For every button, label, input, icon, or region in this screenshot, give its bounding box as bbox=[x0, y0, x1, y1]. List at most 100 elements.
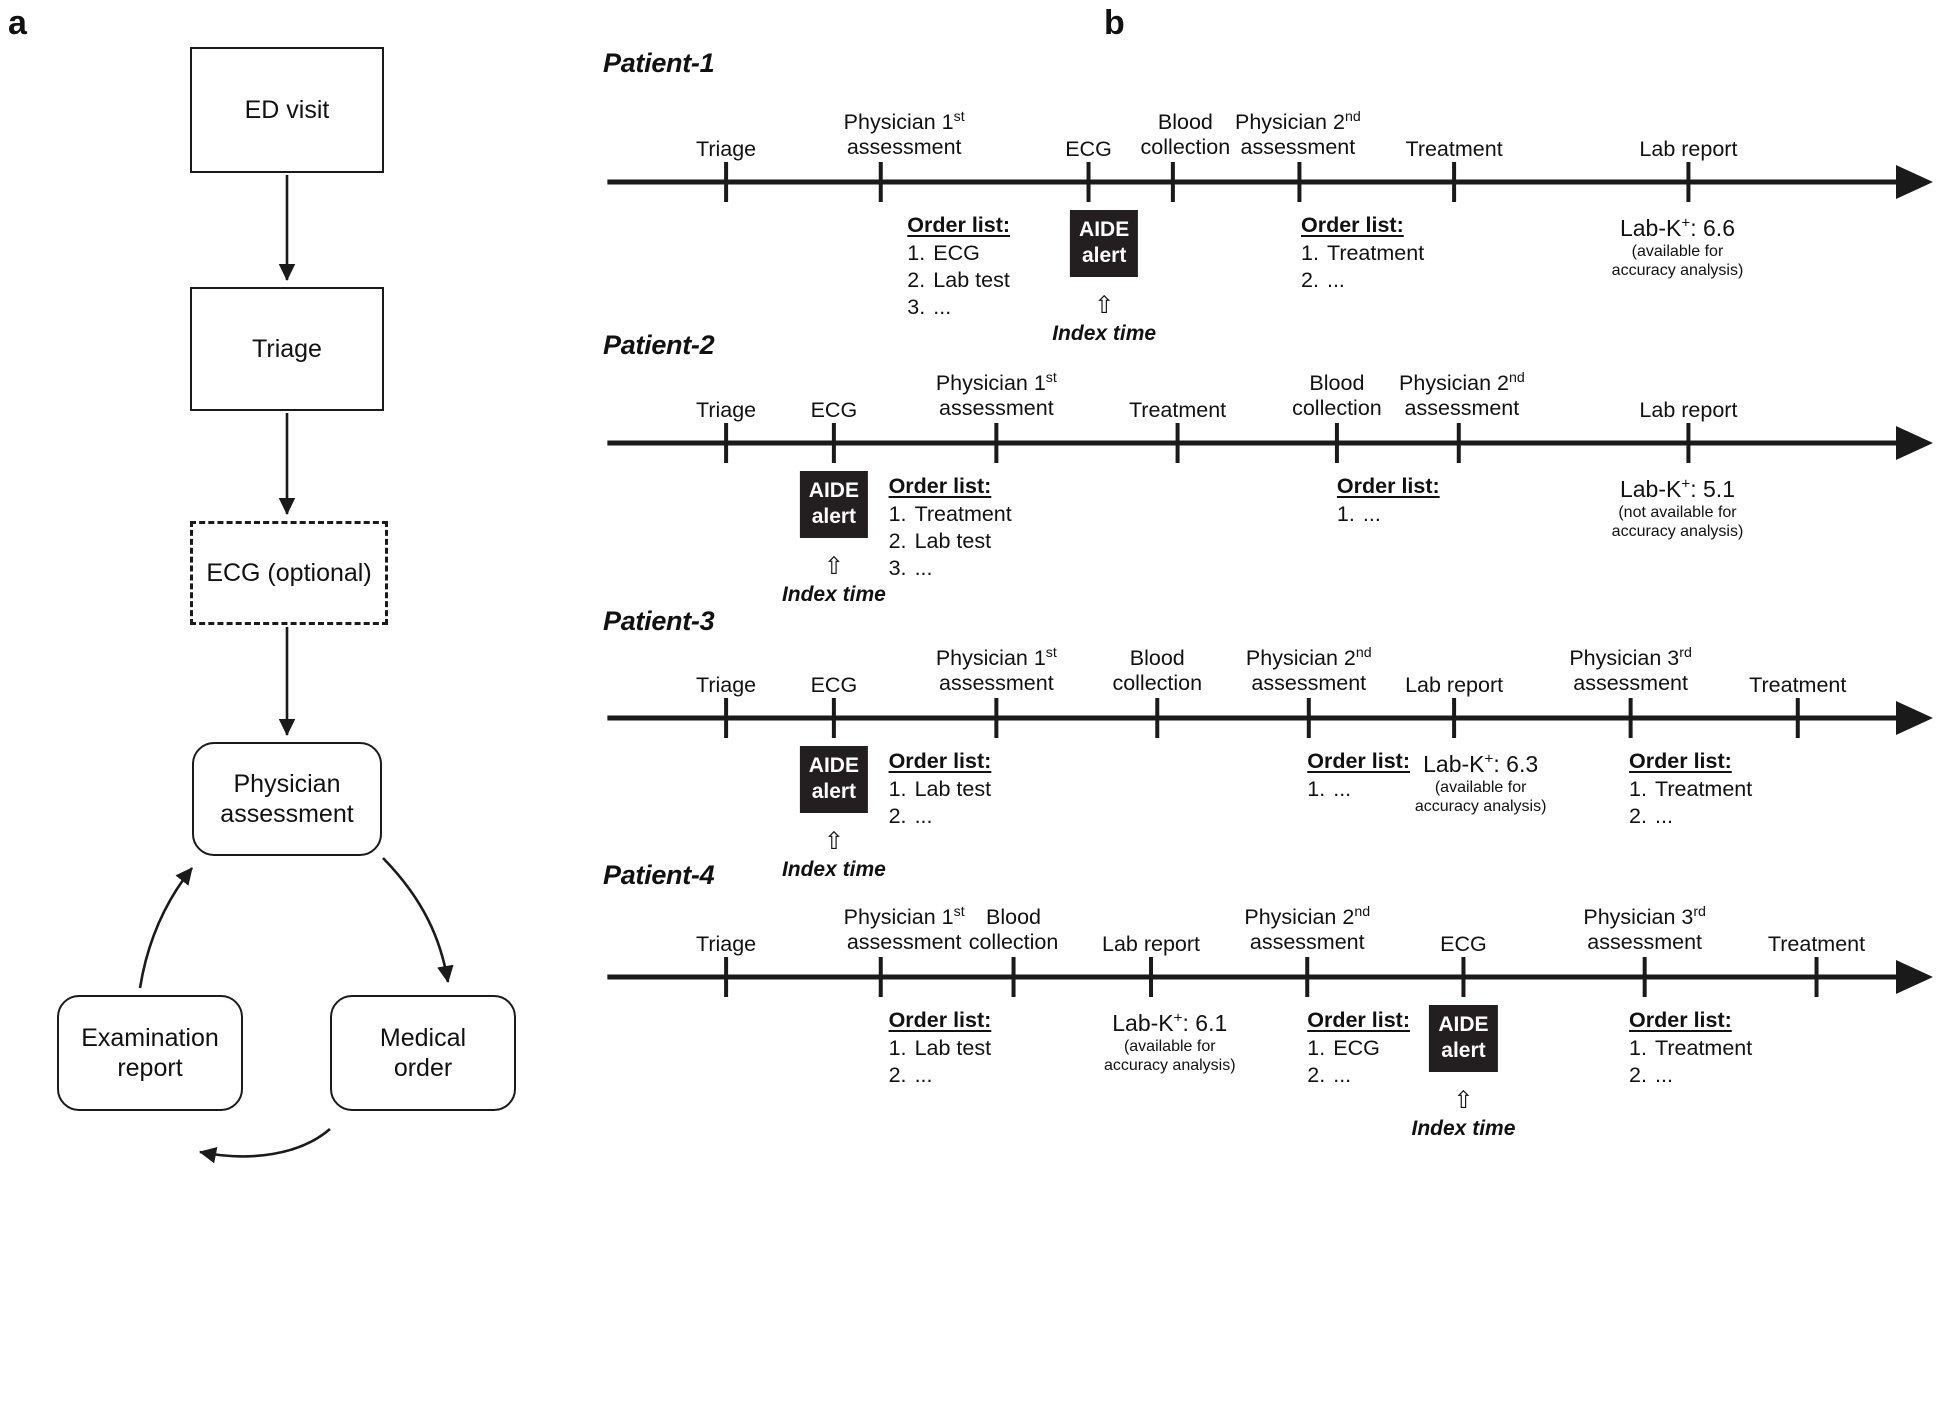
flow-box-ecg-optional: ECG (optional) bbox=[190, 521, 388, 625]
index-time-arrow-icon: ⇧ bbox=[1453, 1087, 1474, 1114]
order-list-title: Order list: bbox=[888, 1008, 992, 1032]
flowchart-connectors bbox=[138, 175, 454, 1164]
flow-box-ed-visit: ED visit bbox=[190, 47, 384, 173]
order-list-item: 1.Lab test bbox=[888, 1036, 992, 1061]
index-time-label: Index time bbox=[1052, 322, 1157, 345]
timeline-event-label: Lab report bbox=[1102, 932, 1201, 956]
order-list-item: 1.ECG bbox=[907, 241, 980, 266]
timeline-axis bbox=[607, 698, 1933, 738]
timeline-event-label: Lab report bbox=[1639, 398, 1738, 422]
order-list-title: Order list: bbox=[888, 749, 992, 773]
order-list-title: Order list: bbox=[888, 474, 992, 498]
index-time-arrow-icon: ⇧ bbox=[823, 828, 844, 855]
order-list-item: 1.Treatment bbox=[1629, 1036, 1753, 1061]
lab-result-value: Lab-K+: 5.1 bbox=[1619, 475, 1735, 502]
timeline-axis bbox=[607, 423, 1933, 463]
patient-title: Patient-1 bbox=[603, 48, 715, 78]
order-list-item: 2.... bbox=[888, 803, 933, 828]
patient-title: Patient-4 bbox=[603, 860, 715, 890]
order-list-title: Order list: bbox=[1307, 1008, 1410, 1032]
lab-result-value: Lab-K+: 6.1 bbox=[1112, 1009, 1228, 1036]
timeline-event-label: ECG bbox=[810, 673, 858, 697]
order-list: Order list: 1.... bbox=[1337, 473, 1440, 528]
panel-b-letter: b bbox=[1104, 4, 1125, 42]
index-time-arrow-icon: ⇧ bbox=[823, 553, 844, 580]
order-list-title: Order list: bbox=[1629, 749, 1732, 773]
order-list-title: Order list: bbox=[1307, 749, 1410, 773]
order-list-item: 1.ECG bbox=[1307, 1036, 1380, 1061]
order-list-item: 2.... bbox=[1629, 1062, 1673, 1087]
timeline-event-label: Lab report bbox=[1405, 673, 1504, 697]
timeline-event-label: Treatment bbox=[1405, 137, 1503, 161]
order-list-item: 1.Treatment bbox=[1300, 241, 1425, 266]
panel-a-letter: a bbox=[8, 4, 27, 42]
timeline-axis bbox=[607, 162, 1933, 202]
order-list-item: 2.Lab test bbox=[907, 267, 1010, 292]
order-list-item: 1.... bbox=[1336, 502, 1381, 527]
index-time-arrow-icon: ⇧ bbox=[1094, 292, 1115, 319]
timeline-event-label: Triage bbox=[696, 932, 757, 956]
timeline-event-label: Treatment bbox=[1128, 398, 1227, 422]
timeline-event-label: Triage bbox=[696, 398, 757, 422]
timeline-event-label: ECG bbox=[1440, 932, 1487, 956]
timeline-axis bbox=[607, 957, 1933, 997]
lab-result-value: Lab-K+: 6.6 bbox=[1619, 214, 1735, 241]
order-list-item: 3.... bbox=[907, 294, 952, 319]
timeline-event-label: Triage bbox=[696, 137, 757, 161]
index-time-label: Index time bbox=[781, 858, 886, 881]
timeline-event-label: Triage bbox=[696, 673, 757, 697]
timeline-event-label: Treatment bbox=[1767, 932, 1866, 956]
index-time-label: Index time bbox=[1411, 1117, 1516, 1140]
order-list-item: 1.Treatment bbox=[1629, 777, 1753, 802]
patient-title: Patient-3 bbox=[603, 606, 715, 636]
order-list-title: Order list: bbox=[1300, 213, 1404, 237]
timeline-event-label: ECG bbox=[810, 398, 858, 422]
order-list-title: Order list: bbox=[1629, 1008, 1732, 1032]
patient-title: Patient-2 bbox=[603, 330, 715, 360]
lab-result-value: Lab-K+: 6.3 bbox=[1423, 750, 1539, 777]
order-list-item: 1.Lab test bbox=[888, 777, 992, 802]
order-list-title: Order list: bbox=[1336, 474, 1440, 498]
order-list-item: 2.... bbox=[1629, 803, 1673, 828]
flow-box-label: Triage bbox=[252, 334, 322, 363]
flow-box-label: ECG (optional) bbox=[206, 558, 372, 587]
